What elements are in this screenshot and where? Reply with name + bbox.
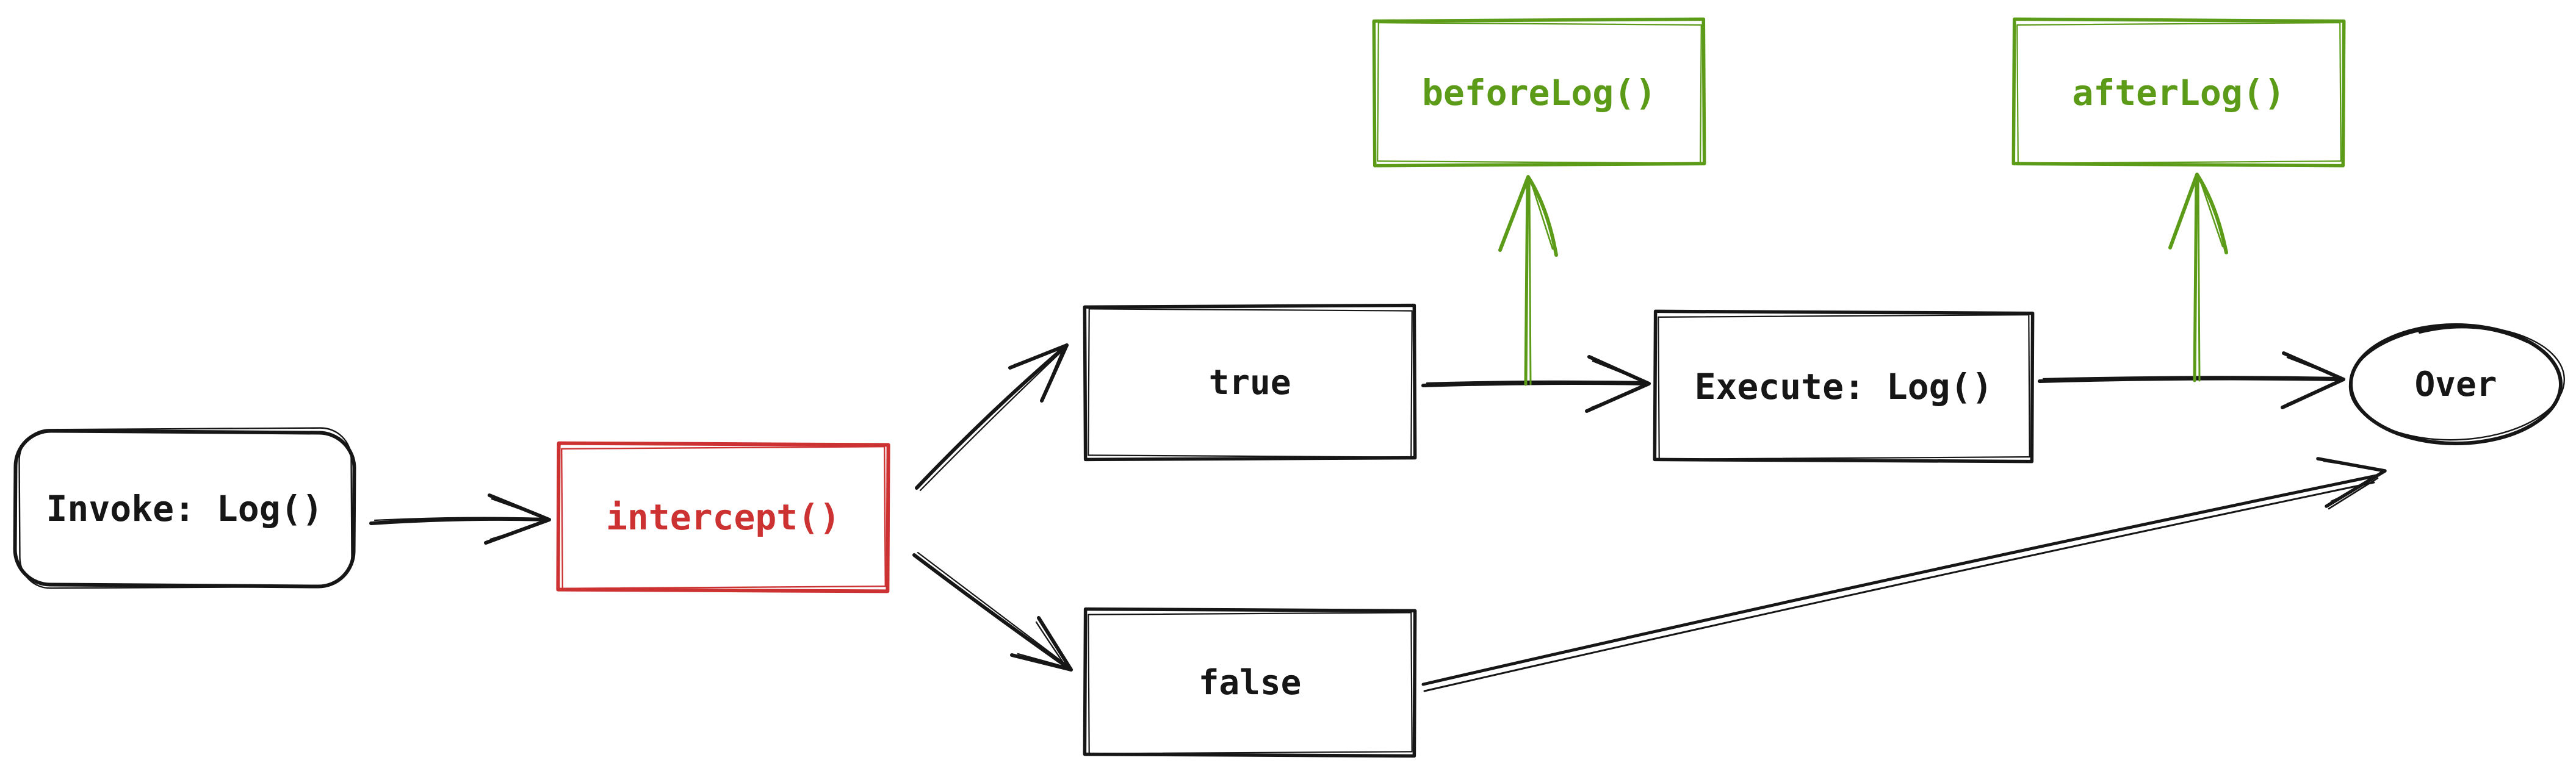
- arrow-head2: [1590, 360, 1647, 409]
- arrow-shaft2: [1528, 179, 1532, 385]
- arrow-head2: [2286, 356, 2341, 405]
- arrow-shaft2: [917, 551, 1069, 667]
- node-intercept-outline2: [561, 445, 886, 590]
- edge-intercept-false: [912, 551, 1073, 672]
- node-afterlog-shape: [2011, 17, 2346, 168]
- node-true-outline: [1083, 303, 1417, 462]
- edge-true-execute: [1421, 355, 1651, 413]
- arrow-head2: [1017, 621, 1068, 668]
- node-false-shape: [1083, 607, 1417, 758]
- arrow-shaft2: [1426, 380, 1643, 384]
- edge-hook-beforelog: [1498, 175, 1558, 386]
- node-false-outline2: [1088, 612, 1413, 754]
- node-over-shape: [2348, 323, 2565, 445]
- node-execute-shape: [1653, 309, 2035, 464]
- arrow-shaft: [912, 553, 1073, 672]
- node-execute-outline2: [1658, 314, 2030, 460]
- arrow-head: [1010, 616, 1073, 672]
- node-invoke-outline2: [18, 427, 353, 589]
- node-intercept-label: intercept(): [605, 496, 841, 538]
- node-afterlog-outline2: [2016, 22, 2342, 164]
- arrow-shaft: [1421, 381, 1648, 387]
- arrow-shaft: [1421, 474, 2378, 686]
- node-invoke-outline: [13, 429, 356, 589]
- arrow-head2: [1013, 346, 1064, 396]
- node-invoke-shape: [13, 427, 356, 589]
- arrow-shaft: [2038, 376, 2343, 383]
- arrow-shaft2: [919, 348, 1066, 492]
- node-execute-label: Execute: Log(): [1694, 365, 1993, 407]
- arrow-head2: [2171, 177, 2224, 248]
- node-afterlog-outline: [2011, 17, 2346, 168]
- arrow-shaft2: [373, 517, 544, 521]
- arrow-shaft2: [2197, 178, 2201, 382]
- node-true-shape: [1083, 303, 1417, 462]
- arrow-shaft: [915, 343, 1069, 490]
- node-over-scribble: [2419, 326, 2528, 343]
- node-over-outline: [2349, 323, 2563, 445]
- arrow-head2: [489, 498, 547, 540]
- node-beforelog-label: beforeLog(): [1421, 71, 1657, 113]
- arrow-shaft: [369, 517, 550, 525]
- node-false-label: false: [1198, 662, 1302, 703]
- node-false-outline: [1083, 607, 1417, 758]
- edge-hook-afterlog: [2168, 173, 2228, 382]
- node-beforelog-shape: [1372, 17, 1706, 168]
- arrow-head2: [2323, 460, 2383, 510]
- arrow-shaft: [2193, 175, 2198, 382]
- node-execute-outline: [1653, 309, 2035, 464]
- node-intercept-outline: [556, 441, 890, 593]
- edge-invoke-intercept: [369, 493, 551, 545]
- arrow-shaft2: [1423, 481, 2375, 692]
- node-intercept-shape: [556, 441, 890, 593]
- node-invoke-label: Invoke: Log(): [46, 488, 323, 529]
- arrow-shaft: [1524, 176, 1529, 386]
- node-true-outline2: [1088, 308, 1413, 458]
- node-beforelog-outline2: [1377, 22, 1702, 164]
- arrow-head2: [1501, 179, 1554, 250]
- edge-intercept-true: [915, 343, 1069, 492]
- edge-false-over: [1421, 457, 2387, 692]
- arrow-shaft2: [2042, 376, 2337, 380]
- node-over-label: Over: [2414, 364, 2497, 404]
- edge-execute-over: [2038, 351, 2345, 409]
- node-beforelog-outline: [1372, 17, 1706, 168]
- node-true-label: true: [1208, 362, 1291, 403]
- node-afterlog-label: afterLog(): [2072, 71, 2286, 113]
